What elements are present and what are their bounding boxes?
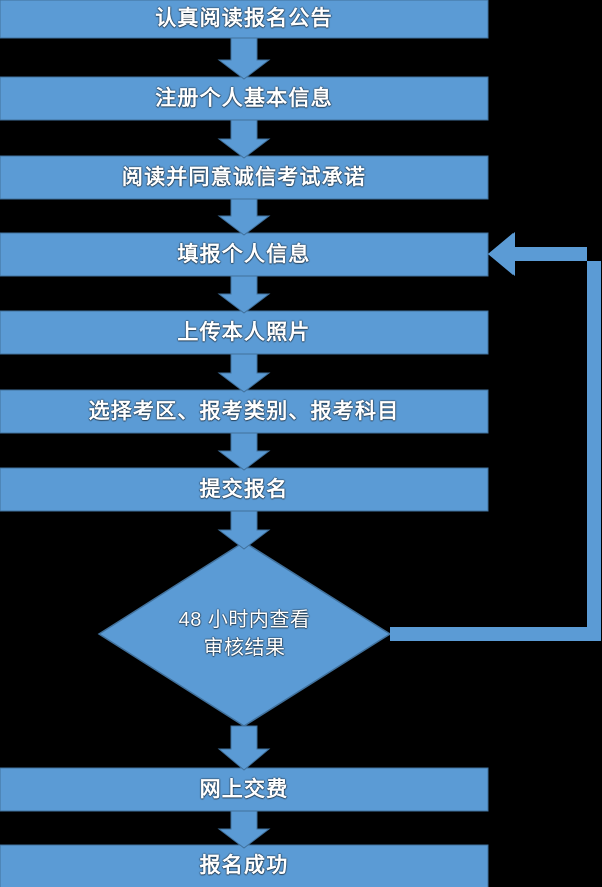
arrow-down-6 — [217, 432, 271, 471]
feedback-loop-arrowhead — [488, 232, 515, 276]
node-rect-select-exam-options[interactable] — [0, 389, 489, 434]
arrow-down-4 — [217, 275, 271, 314]
node-diamond-review-result[interactable] — [97, 541, 392, 727]
process-nodes — [0, 0, 489, 887]
node-rect-submit-application[interactable] — [0, 467, 489, 512]
arrow-down-3 — [217, 198, 271, 236]
arrow-down-7 — [217, 510, 271, 550]
flow-arrows — [217, 37, 271, 849]
node-rect-agree-pledge[interactable] — [0, 155, 489, 200]
node-rect-read-announcement[interactable] — [0, 0, 489, 39]
feedback-loop-connector — [390, 233, 601, 641]
node-rect-upload-photo[interactable] — [0, 310, 489, 355]
node-rect-fill-personal-info[interactable] — [0, 232, 489, 277]
arrow-down-5 — [217, 353, 271, 393]
node-rect-online-payment[interactable] — [0, 767, 489, 812]
node-rect-register-info[interactable] — [0, 76, 489, 121]
arrow-down-9 — [217, 810, 271, 849]
arrow-down-2 — [217, 119, 271, 159]
arrow-down-1 — [217, 37, 271, 80]
arrow-down-8 — [217, 725, 271, 771]
node-rect-registration-success[interactable] — [0, 844, 489, 887]
